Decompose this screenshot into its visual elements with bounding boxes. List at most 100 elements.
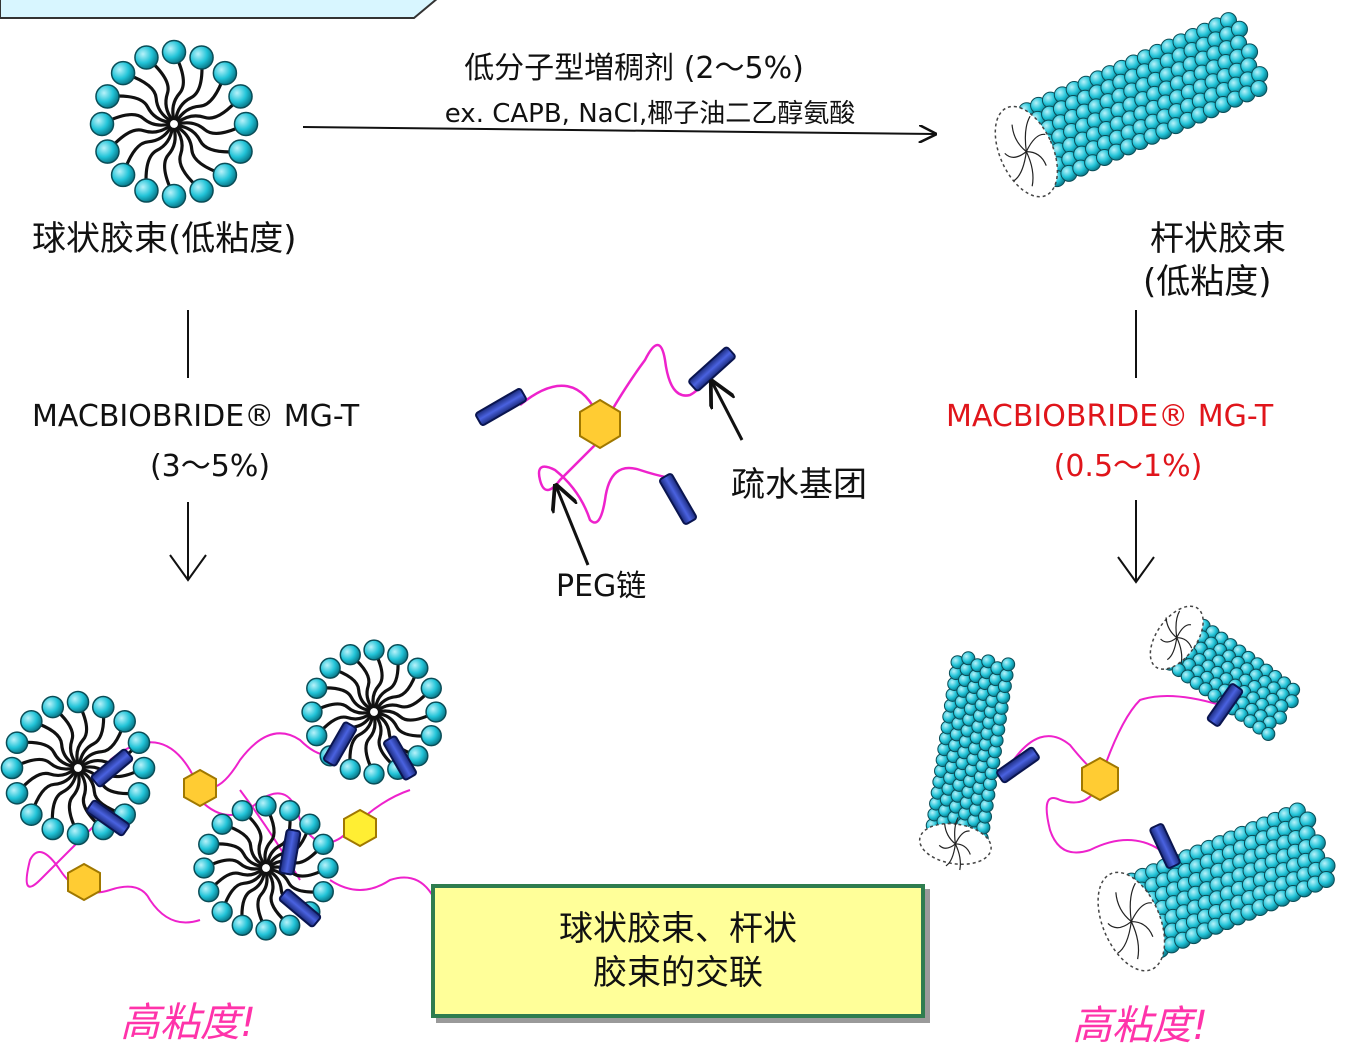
hydrophobe-anchor [86, 799, 130, 837]
right-network-hexagon [1081, 756, 1119, 802]
right-result-label: 高粘度! [1072, 1003, 1209, 1049]
surfactant-tail [176, 95, 242, 124]
spherical-micelles [0, 39, 447, 941]
surfactant-head [20, 803, 43, 826]
rod-tail [1176, 637, 1193, 649]
surfactant-head [301, 701, 323, 723]
rod-micelle [994, 12, 1269, 198]
hydrophobe-anchor [90, 748, 134, 788]
surfactant-head [20, 710, 43, 733]
surfactant-tail [316, 686, 371, 713]
surfactant-head [255, 919, 277, 941]
rod-bead [1250, 80, 1268, 98]
surfactant-tail [221, 822, 265, 867]
surfactant-tail [207, 868, 264, 893]
surfactant-head [41, 817, 65, 841]
rod-micelle-label-line1: 杆状胶束 [1150, 219, 1286, 259]
right-amount-label: (0.5～1%) [1053, 449, 1203, 484]
surfactant-head [233, 111, 259, 137]
surfactant-tail [348, 715, 375, 770]
hydrophobic-group-label: 疏水基团 [731, 465, 867, 505]
surfactant-head [420, 677, 442, 699]
rod-tail [1176, 637, 1183, 664]
surfactant-head [317, 857, 339, 879]
surfactant-tail [377, 711, 432, 738]
surfactant-head [339, 758, 361, 780]
surfactant-head [363, 639, 385, 661]
surfactant-tail [266, 870, 291, 927]
spherical-micelle [0, 690, 156, 846]
right-reagent-label: MACBIOBRIDE® MG-T [946, 399, 1274, 434]
surfactant-head [306, 677, 328, 699]
rod-tail [1107, 921, 1132, 929]
left-amount-label: (3～5%) [149, 449, 271, 484]
surfactant-tail [145, 56, 174, 122]
right-down-arrowhead [1117, 556, 1155, 584]
result-box-line1: 球状胶束、杆状 [559, 908, 797, 949]
surfactant-tail [265, 810, 292, 865]
rod-tail [1160, 637, 1178, 643]
surfactant-tail [77, 706, 106, 765]
surfactant-tail [311, 702, 371, 715]
rod-micelle-label-line2: (低粘度) [1143, 262, 1272, 302]
peg-chain [537, 439, 671, 524]
surfactant-head [41, 695, 65, 719]
peg-core-hexagon [579, 398, 621, 450]
surfactant-head [110, 60, 136, 86]
hydrophobe-rod [688, 346, 736, 392]
surfactant-head [228, 84, 253, 109]
surfactant-tail [11, 757, 75, 771]
surfactant-tail [122, 71, 173, 123]
hydrophobe-pointer [712, 382, 744, 441]
surfactant-head [407, 657, 429, 679]
rod-tail [1025, 151, 1034, 187]
peg-chain-label: PEG链 [556, 569, 647, 604]
rod-tail [1115, 892, 1132, 923]
surfactant-tail [121, 125, 173, 176]
surfactant-tail [50, 771, 79, 830]
surfactant-tail [51, 705, 78, 766]
top-arrow-label-line1: 低分子型増稠剂 (2～5%) [464, 51, 804, 86]
surfactant-tail [315, 712, 372, 737]
surfactant-head [198, 833, 220, 855]
surfactant-head [193, 857, 215, 879]
left-reagent-label: MACBIOBRIDE® MG-T [32, 399, 360, 434]
hydrophobe-anchor [383, 735, 417, 781]
hydrophobe-anchor [996, 746, 1040, 784]
surfactant-tail [174, 126, 203, 192]
surfactant-tail [101, 113, 171, 127]
surfactant-head [312, 881, 334, 903]
surfactant-head [95, 84, 120, 109]
top-arrow [302, 127, 935, 134]
left-down-arrowhead [169, 554, 207, 582]
surfactant-head [66, 690, 90, 714]
top-arrow-label-line2: ex. CAPB, NaCl,椰子油二乙醇氨酸 [444, 99, 856, 129]
surfactant-head [255, 795, 277, 817]
surfactant-tail [349, 653, 374, 710]
surfactant-tail [177, 121, 247, 135]
surfactant-head [339, 644, 361, 666]
surfactant-tail [371, 649, 384, 709]
rod-tail [1011, 124, 1027, 153]
surfactant-head [5, 731, 29, 755]
surfactant-tail [374, 714, 399, 771]
surfactant-tail [240, 871, 267, 926]
surfactant-tail [79, 769, 126, 817]
result-box-line2: 胶束的交联 [593, 953, 763, 993]
surfactant-tail [373, 654, 400, 709]
hydrophobe-anchor [323, 721, 357, 767]
hydrophobe-anchor [278, 888, 322, 928]
surfactant-tail [106, 124, 172, 153]
rod-tail [1026, 151, 1047, 166]
surfactant-head [387, 644, 409, 666]
rod-tail [1166, 637, 1178, 661]
rod-tail [1024, 115, 1031, 152]
surfactant-head [91, 695, 115, 719]
rod-tail [1130, 902, 1152, 922]
surfactant-head [5, 781, 29, 805]
spherical-micelle [301, 639, 447, 785]
surfactant-head [279, 800, 301, 822]
rod-micelles [918, 12, 1336, 972]
surfactant-head [319, 657, 341, 679]
